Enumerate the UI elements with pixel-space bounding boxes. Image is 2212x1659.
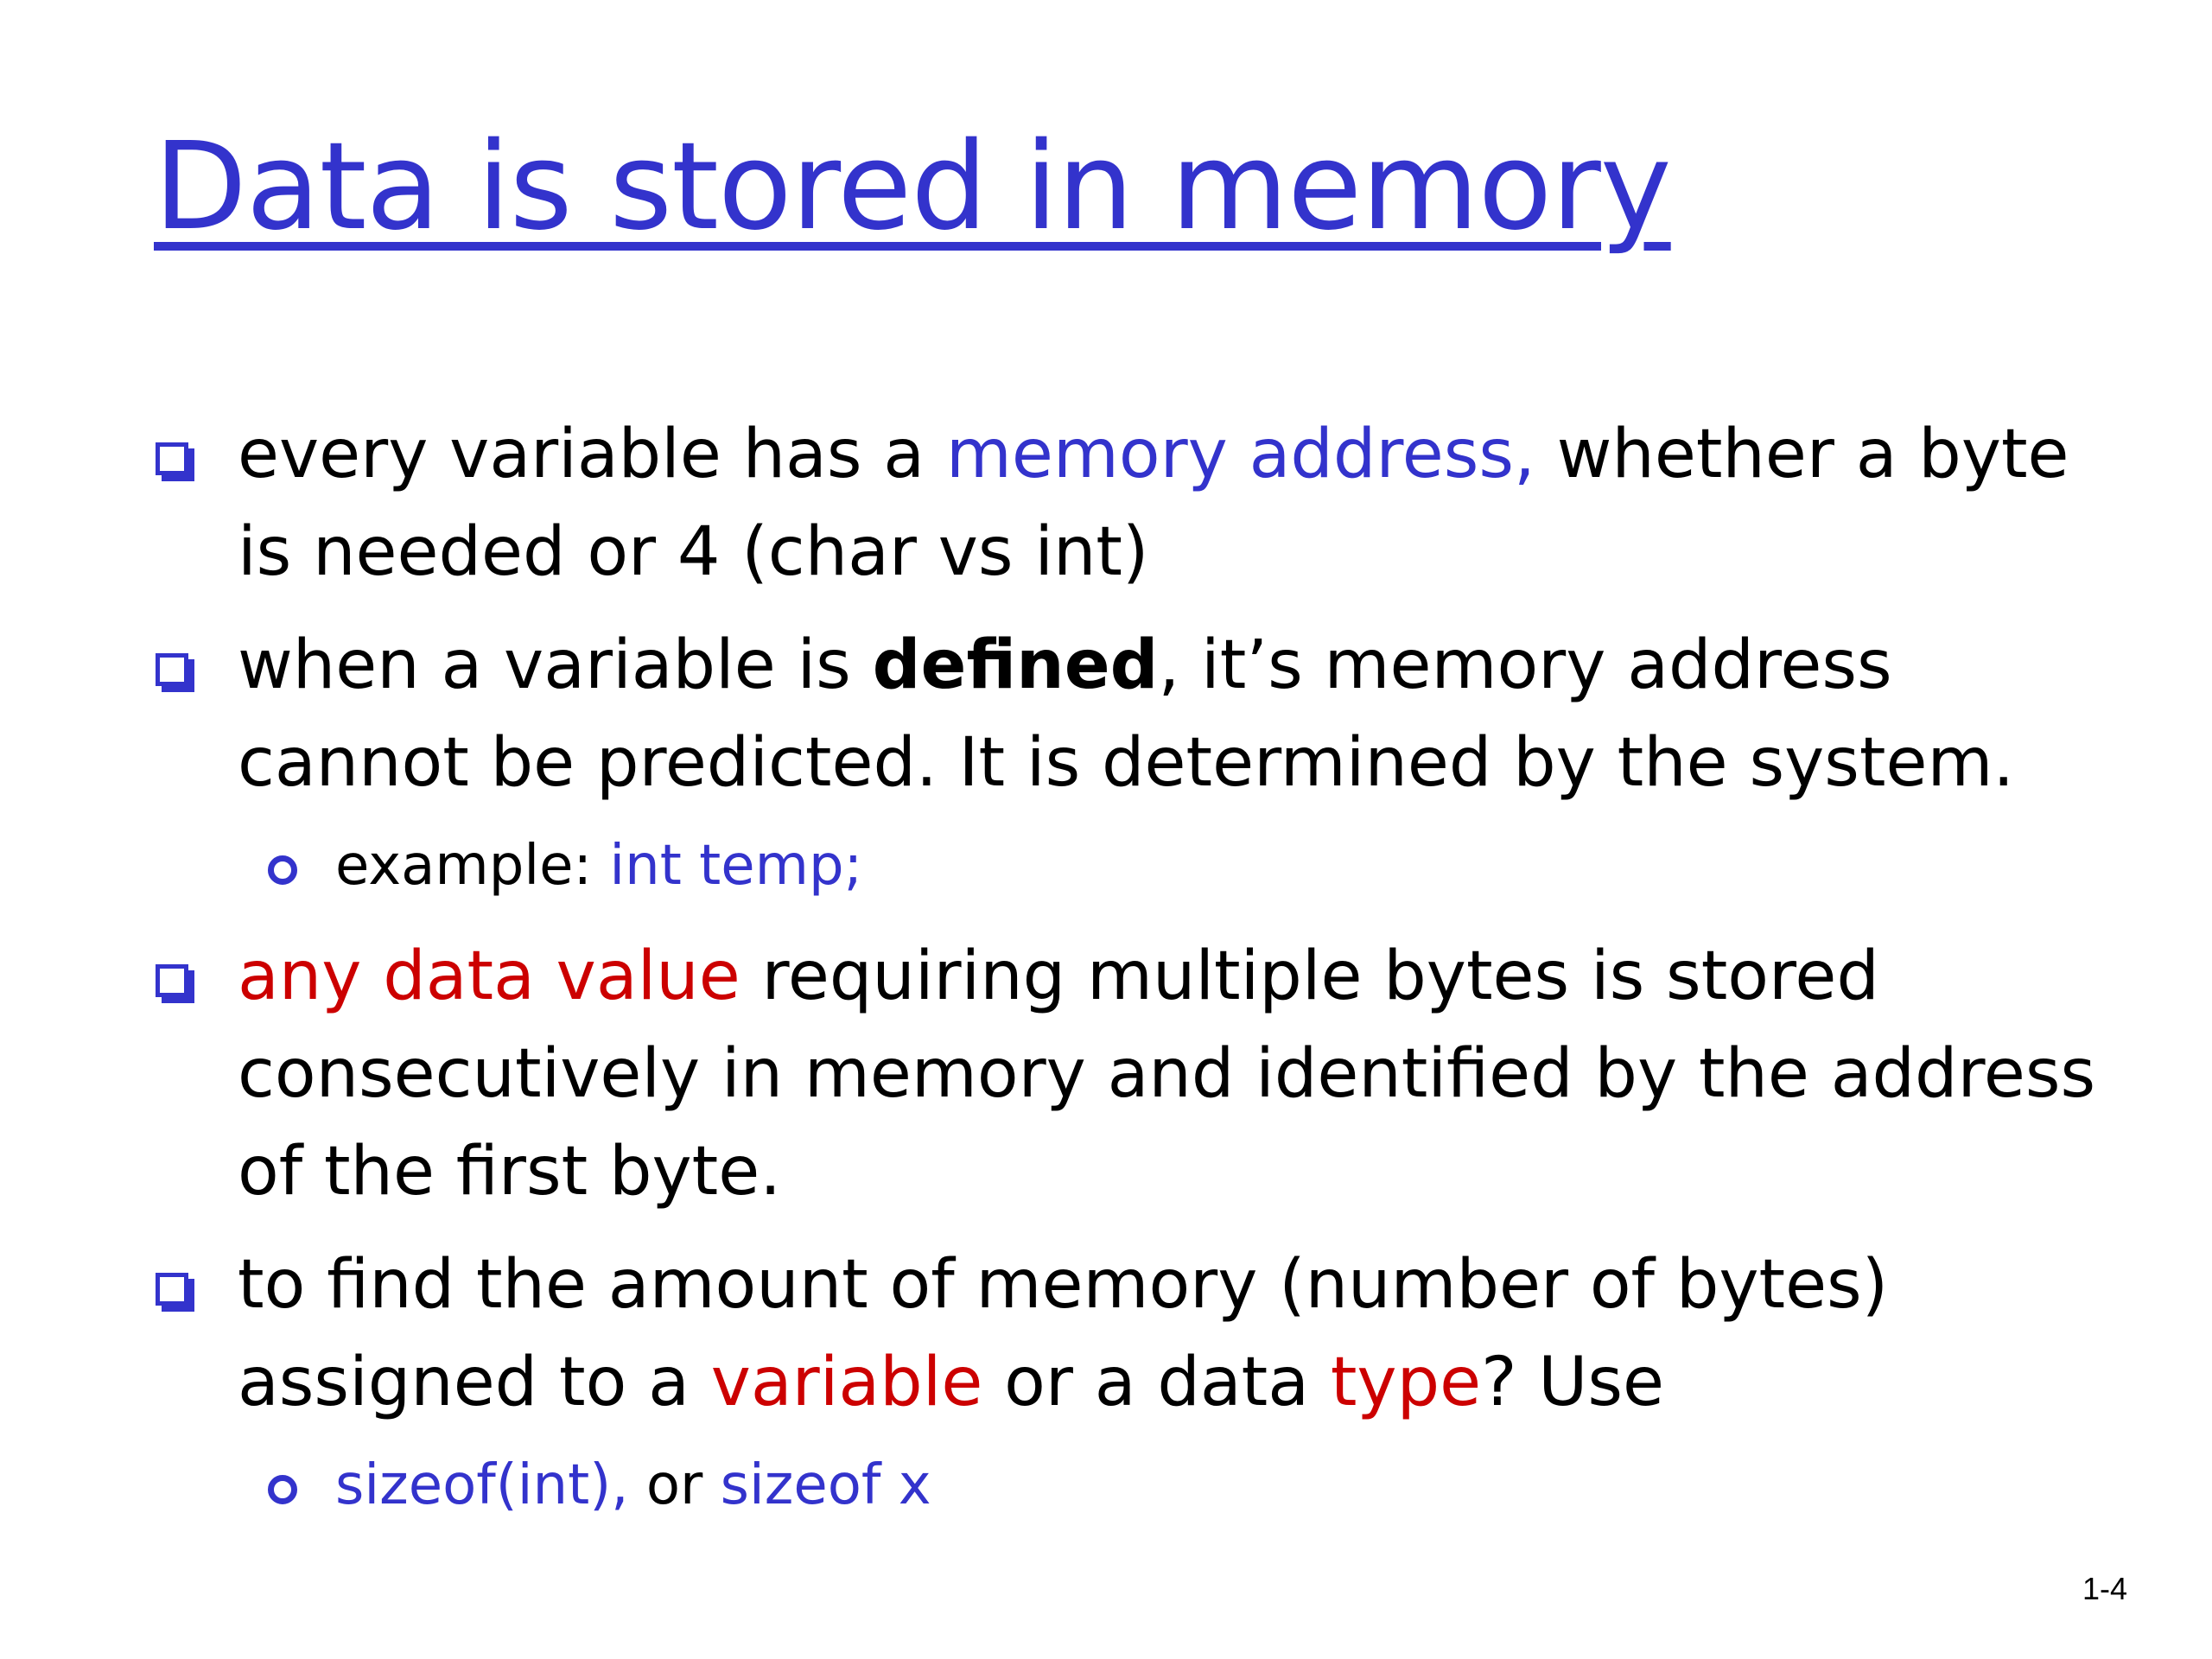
square-bullet-icon xyxy=(156,442,194,481)
page-number: 1-4 xyxy=(2082,1571,2127,1606)
bullet2-bold-term: defined xyxy=(872,626,1159,704)
bullet-item-2: when a variable is defined, it’s memory … xyxy=(154,617,2107,812)
slide-title: Data is stored in memory xyxy=(154,117,1672,257)
sub1-code: int temp; xyxy=(609,834,863,898)
bullet2-text-a: when a variable is xyxy=(238,626,873,704)
bullet-item-4: to find the amount of memory (number of … xyxy=(154,1236,2107,1432)
bullet3-text-b: requiring multiple bytes is stored conse… xyxy=(238,938,2096,1211)
bullet4-variable: variable xyxy=(710,1344,983,1421)
bullet4-text-e: ? Use xyxy=(1481,1344,1664,1421)
bullet-item-3: any data value requiring multiple bytes … xyxy=(154,928,2107,1221)
bullet2-text-c: , it’s memory address cannot be predicte… xyxy=(238,626,2015,802)
sub2-code-2: sizeof x xyxy=(720,1453,931,1517)
bullet1-highlight: memory address, xyxy=(945,416,1535,493)
bullet4-text-c: or a data xyxy=(982,1344,1331,1421)
sub2-code-1: sizeof(int), xyxy=(335,1453,629,1517)
bullet-list: every variable has a memory address, whe… xyxy=(154,406,2107,1548)
bullet4-text-a: to find the amount of memory (number of … xyxy=(238,1246,1889,1421)
sub1-label: example: xyxy=(335,834,610,898)
bullet3-highlight: any data value xyxy=(238,938,741,1015)
circle-bullet-icon xyxy=(268,1475,297,1504)
circle-bullet-icon xyxy=(268,855,297,885)
square-bullet-icon xyxy=(156,1273,194,1312)
sub-bullet-example: example: int temp; xyxy=(154,823,2107,909)
square-bullet-icon xyxy=(156,653,194,692)
sub-bullet-sizeof: sizeof(int), or sizeof x xyxy=(154,1442,2107,1529)
sub2-or: or xyxy=(628,1453,721,1517)
bullet-item-1: every variable has a memory address, whe… xyxy=(154,406,2107,601)
bullet4-type: type xyxy=(1330,1344,1482,1421)
square-bullet-icon xyxy=(156,964,194,1003)
bullet1-text-a: every variable has a xyxy=(238,416,946,493)
bullet1-text-c: whether a byte is needed or 4 (char vs i… xyxy=(238,416,2069,591)
